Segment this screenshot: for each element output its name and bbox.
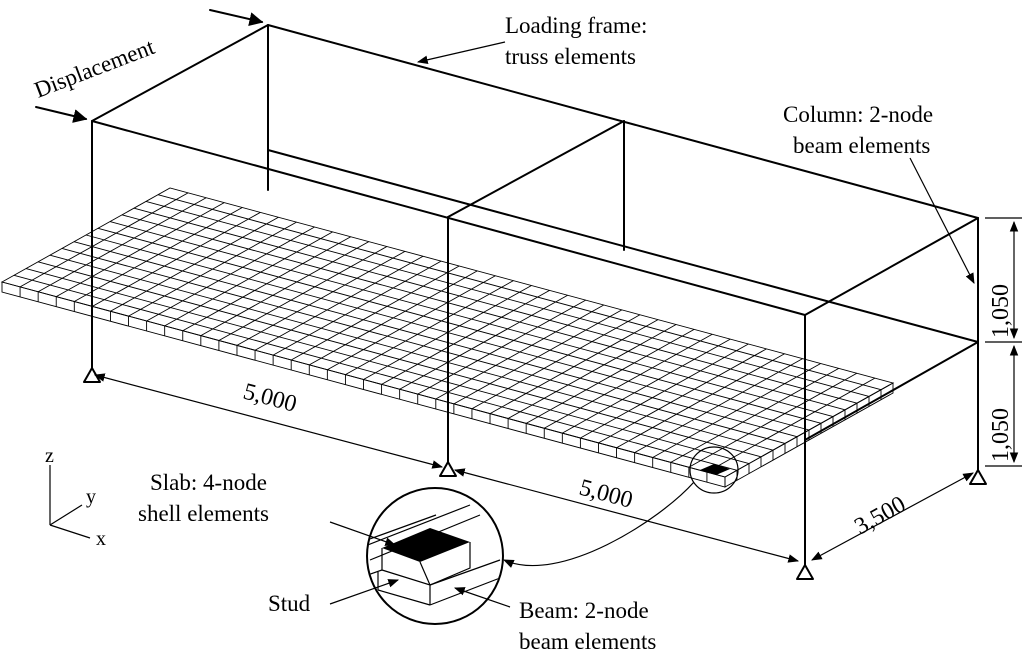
support-icon (439, 461, 457, 477)
dimension-height-upper: 1,050 (988, 284, 1014, 338)
stud-leader (329, 579, 400, 605)
column-leader (909, 157, 975, 284)
slab-leader (329, 521, 397, 546)
dimension-span-2: 5,000 (576, 475, 635, 514)
support-icon (796, 564, 814, 580)
support-icon (969, 469, 987, 485)
slab-label-1: Slab: 4-node (150, 470, 267, 495)
columns (91, 24, 979, 566)
slab-label-2: shell elements (138, 501, 269, 526)
beam-leader (453, 587, 511, 608)
loading-frame-label-2: truss elements (505, 44, 636, 69)
column-label-2: beam elements (793, 133, 930, 158)
stud-label: Stud (268, 591, 311, 616)
dimension-span-1: 5,000 (240, 379, 299, 418)
detail-callout (366, 487, 504, 625)
displacement-arrow-lower (35, 106, 88, 123)
loading-frame-leader (416, 41, 506, 65)
axis-x-label: x (96, 528, 106, 550)
slab-mesh (0, 187, 895, 488)
column-label-1: Column: 2-node (783, 102, 933, 127)
support-icon (83, 367, 101, 383)
coordinate-axes: z y x (45, 445, 106, 550)
displacement-label: Displacement (31, 34, 159, 103)
beam-label-2: beam elements (519, 629, 656, 654)
beam-label-1: Beam: 2-node (519, 598, 649, 623)
loading-frame-label-1: Loading frame: (505, 13, 647, 38)
dimension-width: 3,500 (850, 491, 910, 540)
dimension-height-lower: 1,050 (988, 408, 1014, 462)
axis-y-label: y (86, 486, 96, 508)
dimension-lines (93, 217, 1022, 563)
displacement-arrow-upper (209, 9, 264, 26)
axis-z-label: z (45, 445, 54, 467)
stud-marker (700, 464, 730, 475)
